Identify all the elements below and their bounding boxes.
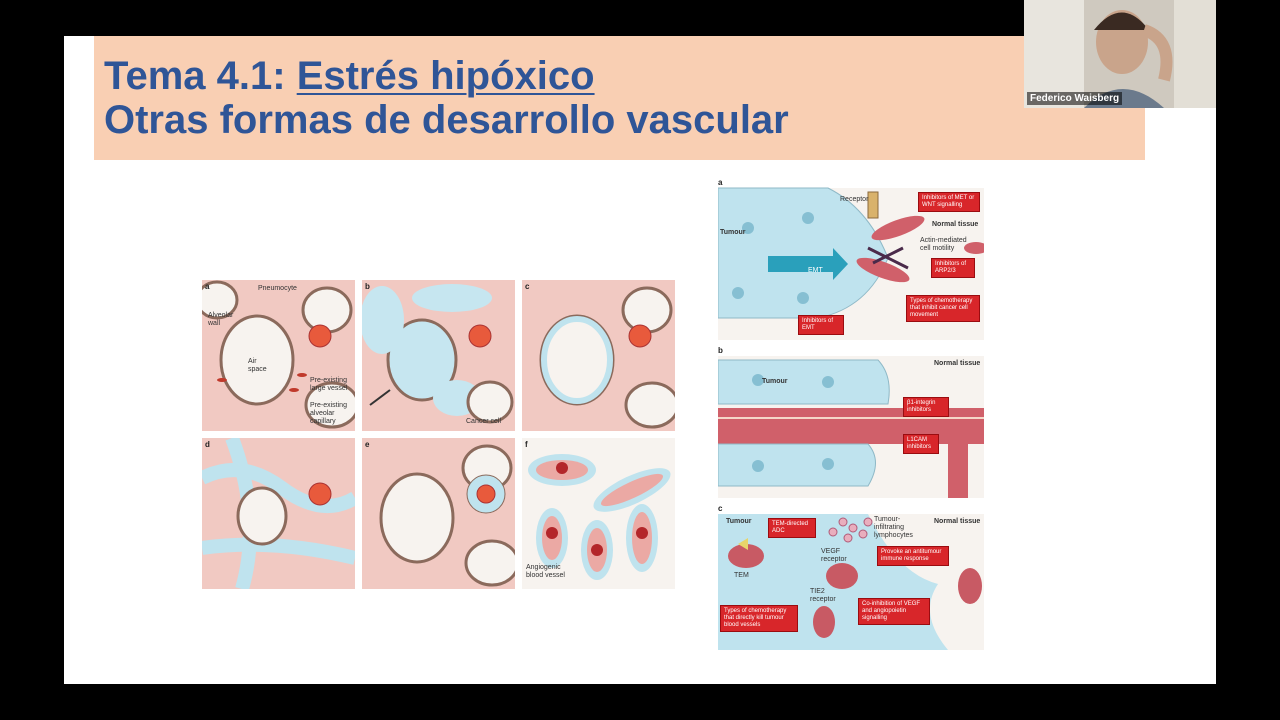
lymphocytes-label: Tumour-infiltrating lymphocytes [874,516,913,539]
panel-c-illustration [522,280,675,431]
panel-e: e [362,438,515,589]
slide-title: Tema 4.1: Estrés hipóxico [104,54,595,98]
coinhibition-box: Co-inhibition of VEGF and angiopoietin s… [858,598,930,625]
inhibitors-arp-box: Inhibitors of ARP2/3 [931,258,975,278]
alveolar-wall-label: Alveolar wall [208,312,234,327]
actin-label: Actin-mediated cell motility [920,237,967,252]
tem-adc-box: TEM-directed ADC [768,518,816,538]
title-prefix: Tema 4.1: [104,54,297,98]
metastasis-panel-b-illustration [718,356,984,498]
tumour-label-c: Tumour [726,518,752,525]
tumour-label-b: Tumour [762,378,788,385]
title-link[interactable]: Estrés hipóxico [296,54,595,98]
tem-label: TEM [734,572,749,579]
panel-c: c [522,280,675,431]
panel-f-letter: f [525,440,528,449]
receptor-label: Receptor [840,196,869,203]
normal-tissue-label-c: Normal tissue [934,518,981,525]
vegf-receptor-label: VEGF receptor [821,548,847,563]
panel-e-letter: e [365,440,370,449]
emt-label: EMT [808,267,823,274]
inhibitors-emt-box: Inhibitors of EMT [798,315,844,335]
participant-name: Federico Waisberg [1027,92,1123,105]
panel-d-letter: d [205,440,210,449]
normal-tissue-label-a: Normal tissue [932,221,979,228]
title-band: Tema 4.1: Estrés hipóxico Otras formas d… [94,36,1145,160]
participant-video-tile[interactable]: Federico Waisberg [1024,0,1216,108]
integrin-box: β1-integrin inhibitors [903,397,949,417]
panel-d: d [202,438,355,589]
metastasis-panel-b: b Tumour Normal tissue β1-integrin inhib… [718,346,984,498]
pneumocyte-label: Pneumocyte [258,285,297,292]
air-space-label: Air space [248,358,267,373]
metastasis-panel-c-letter: c [718,504,723,513]
panel-b-letter: b [365,282,370,291]
alveolar-capillary-label: Pre-existing alveolar capillary [310,402,347,425]
tie2-label: TIE2 receptor [810,588,836,603]
panel-f: f Angiogenic blood vessel [522,438,675,589]
slide-subtitle: Otras formas de desarrollo vascular [104,98,789,142]
tumour-label-a: Tumour [720,229,746,236]
inhibitors-met-box: Inhibitors of MET or WNT signalling [918,192,980,212]
l1cam-box: L1CAM inhibitors [903,434,939,454]
panel-a-illustration [202,280,355,431]
metastasis-panel-a: a Receptor Tumour Normal tissue Actin-me… [718,178,984,340]
panel-f-illustration [522,438,675,589]
chemo-motility-box: Types of chemotherapy that inhibit cance… [906,295,980,322]
large-vessel-label: Pre-existing large vessel [310,377,348,392]
panel-d-illustration [202,438,355,589]
panel-a: a Pneumocyte Alveolar wall Air space Pre… [202,280,355,431]
panel-e-illustration [362,438,515,589]
metastasis-panel-c: c Tumour Normal tissue TEM-directed ADC … [718,504,984,650]
panel-a-letter: a [205,282,210,291]
angiogenic-vessel-label: Angiogenic blood vessel [526,564,565,579]
participant-video-feed [1024,0,1216,108]
panel-c-letter: c [525,282,530,291]
antitumour-box: Provoke an antitumour immune response [877,546,949,566]
panel-b-illustration [362,280,515,431]
chemo-kill-box: Types of chemotherapy that directly kill… [720,605,798,632]
panel-b: b Cancer cell [362,280,515,431]
presentation-slide: Tema 4.1: Estrés hipóxico Otras formas d… [64,36,1216,684]
metastasis-panel-b-letter: b [718,346,723,355]
metastasis-panel-a-letter: a [718,178,723,187]
cancer-cell-label: Cancer cell [466,418,502,425]
normal-tissue-label-b: Normal tissue [934,360,981,367]
